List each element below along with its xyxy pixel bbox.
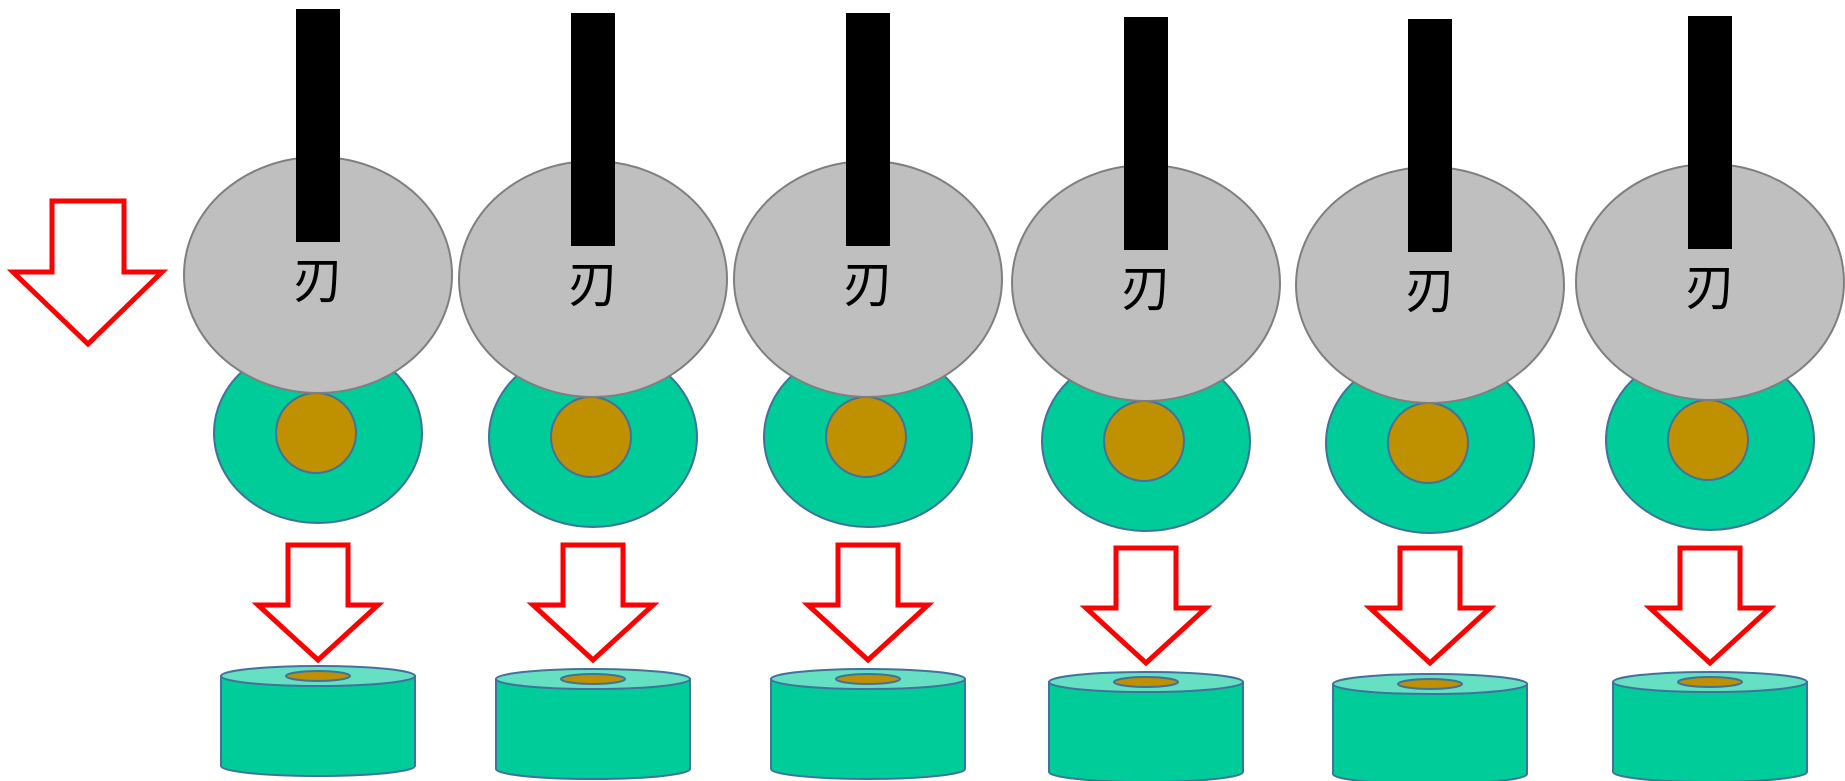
down-arrow-icon: [1363, 545, 1497, 667]
blade-shaft-icon: [296, 9, 340, 242]
stage-3: 刃: [733, 13, 1003, 780]
workpiece-core: [550, 396, 632, 478]
blade-label: 刃: [568, 256, 618, 314]
workpiece-core: [1667, 399, 1749, 481]
stage-1: 刃: [183, 9, 453, 777]
blade-label: 刃: [1121, 260, 1171, 318]
blade-shaft-icon: [1408, 19, 1452, 252]
blade-shaft-icon: [1688, 16, 1732, 249]
workpiece-core: [1103, 400, 1185, 482]
stages: 刃刃刃刃刃刃: [183, 9, 1845, 781]
cut-disc-slice-icon: [495, 668, 691, 780]
down-arrow-icon: [1643, 545, 1777, 667]
down-arrow-icon: [801, 542, 935, 664]
blade-label: 刃: [843, 256, 893, 314]
blade-label: 刃: [1685, 259, 1735, 317]
side-down-arrow-icon: [6, 198, 169, 348]
cut-disc-slice-icon: [1332, 673, 1528, 781]
cut-disc-slice-icon: [770, 668, 966, 780]
stage-6: 刃: [1575, 16, 1845, 781]
blade-label: 刃: [1405, 262, 1455, 320]
blade-shaft-icon: [846, 13, 890, 246]
blade-label: 刃: [293, 252, 343, 310]
blade-shaft-icon: [571, 13, 615, 246]
blade-shaft-icon: [1124, 17, 1168, 250]
stage-4: 刃: [1011, 17, 1281, 781]
stage-5: 刃: [1295, 19, 1565, 781]
cut-disc-slice-icon: [220, 665, 416, 777]
stage-2: 刃: [458, 13, 728, 780]
workpiece-core: [1387, 402, 1469, 484]
cut-disc-slice-icon: [1048, 671, 1244, 781]
down-arrow-icon: [251, 542, 385, 664]
down-arrow-icon: [1079, 545, 1213, 667]
down-arrow-icon: [526, 542, 660, 664]
workpiece-core: [275, 392, 357, 474]
workpiece-core: [825, 396, 907, 478]
cut-disc-slice-icon: [1612, 671, 1808, 781]
